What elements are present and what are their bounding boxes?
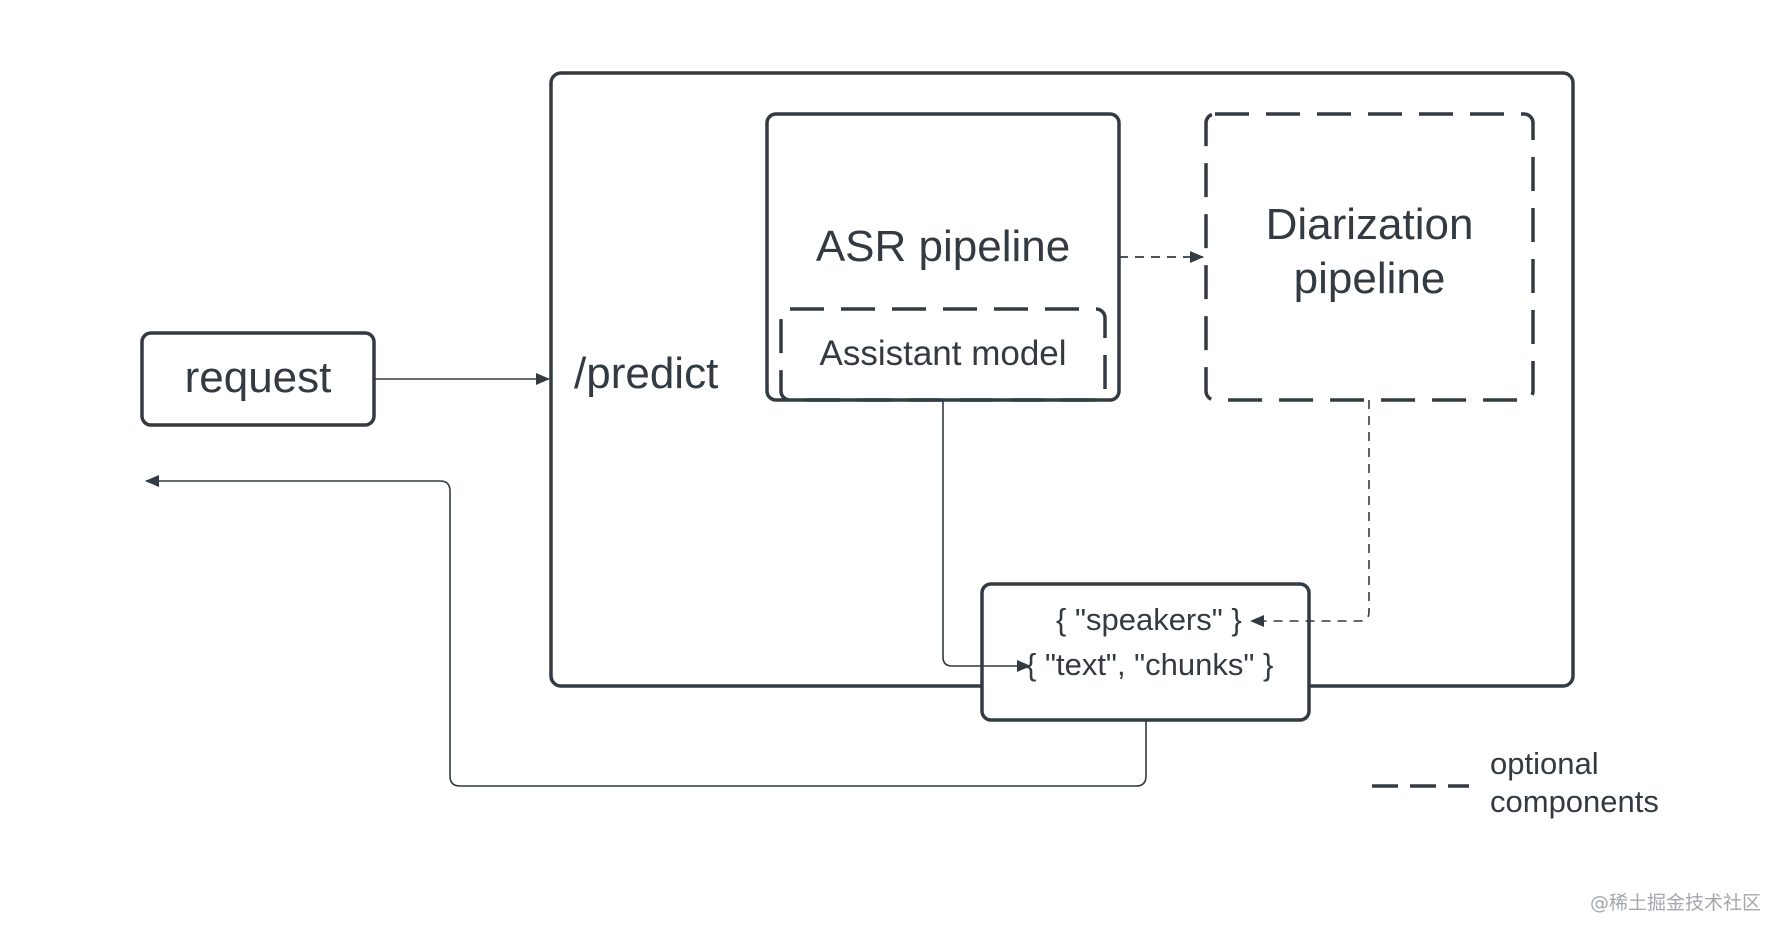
watermark: @稀土掘金技术社区 (1589, 892, 1761, 914)
diarization-pipeline-label-line2: pipeline (1293, 254, 1446, 303)
assistant-model-label: Assistant model (819, 334, 1067, 373)
output-text-chunks-label: { "text", "chunks" } (1026, 647, 1274, 682)
asr-to-output-arrow (942, 400, 1031, 672)
legend-label-line2: components (1490, 784, 1659, 819)
assistant-model-box (779, 307, 1107, 402)
diarization-pipeline-label-line1: Diarization (1265, 200, 1474, 249)
asr-pipeline-label: ASR pipeline (815, 222, 1071, 271)
diarization-to-output-arrow (1250, 400, 1370, 627)
response-arrow (145, 475, 1147, 787)
output-speakers-label: { "speakers" } (1056, 602, 1242, 637)
request-label: request (184, 353, 332, 402)
predict-label: /predict (574, 349, 719, 398)
legend-label-line1: optional (1490, 746, 1599, 781)
diarization-pipeline-box (1204, 112, 1535, 402)
